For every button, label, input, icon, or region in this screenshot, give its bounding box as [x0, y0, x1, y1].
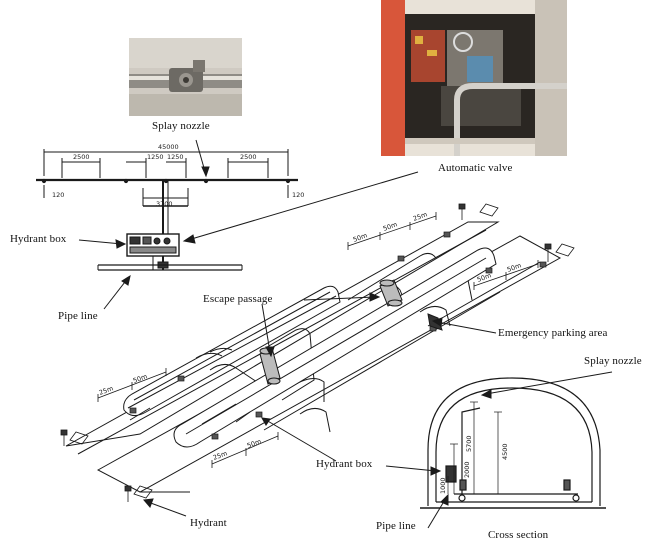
- elevation-dimension-labels: 45000 2500 1250 1250 2500 120 120 3700: [52, 143, 304, 208]
- dim-seg-left: 2500: [73, 153, 90, 161]
- hydrant-box-label-bottom: Hydrant box: [316, 458, 373, 470]
- cross-section-dimensions: [447, 401, 502, 495]
- dim-end-left: 120: [52, 191, 64, 199]
- dim-spacing-lower-2: 50m: [246, 437, 262, 450]
- dim-cs-4500: 4500: [501, 443, 509, 460]
- dim-seg-mid-a: 1250: [147, 153, 164, 161]
- dim-end-right: 120: [292, 191, 304, 199]
- cross-section-label: Cross section: [488, 529, 549, 541]
- escape-passage-cylinder-2: [379, 279, 403, 307]
- nozzle-elevation-drawing: [36, 139, 298, 236]
- splay-nozzle-label-right: Splay nozzle: [584, 355, 642, 367]
- escape-passage-label: Escape passage: [203, 293, 273, 305]
- automatic-valve-label: Automatic valve: [438, 162, 513, 174]
- pipe-line-label-left: Pipe line: [58, 310, 98, 322]
- hydrant-box-drawing: [97, 233, 243, 271]
- pipe-line-label-bottom: Pipe line: [376, 520, 416, 532]
- splay-nozzle-label-top: Splay nozzle: [152, 120, 210, 132]
- dim-seg-right: 2500: [240, 153, 257, 161]
- hydrant-label: Hydrant: [190, 517, 227, 529]
- upper-dimension-marks: [97, 212, 539, 468]
- cross-section-dimension-labels: 5700 4500 2000 1000: [439, 435, 509, 494]
- automatic-valve-photo: [381, 0, 567, 156]
- dim-cs-5700: 5700: [465, 435, 473, 452]
- tunnel-tube-4: [173, 247, 497, 448]
- tunnel-tube-1: [123, 285, 341, 416]
- tunnel-tube-5: [129, 261, 541, 433]
- dim-cs-1000: 1000: [439, 477, 447, 494]
- portal-signs: [60, 203, 575, 502]
- dim-cs-2000: 2000: [463, 461, 471, 478]
- equipment-icons: [129, 231, 547, 440]
- dim-spacing-upper-2: 50m: [382, 220, 398, 233]
- dim-seg-mid-b: 1250: [167, 153, 184, 161]
- dim-spacing-lower-1: 25m: [212, 449, 228, 462]
- hydrant-box-label-left: Hydrant box: [10, 233, 67, 245]
- cross-section-drawing: [420, 377, 606, 509]
- dim-center-height: 3700: [156, 200, 173, 208]
- dim-overall-width: 45000: [158, 143, 179, 151]
- dim-spacing-left-2: 50m: [132, 372, 148, 385]
- emergency-parking-area-label: Emergency parking area: [498, 327, 608, 339]
- splay-nozzle-photo: [129, 38, 242, 116]
